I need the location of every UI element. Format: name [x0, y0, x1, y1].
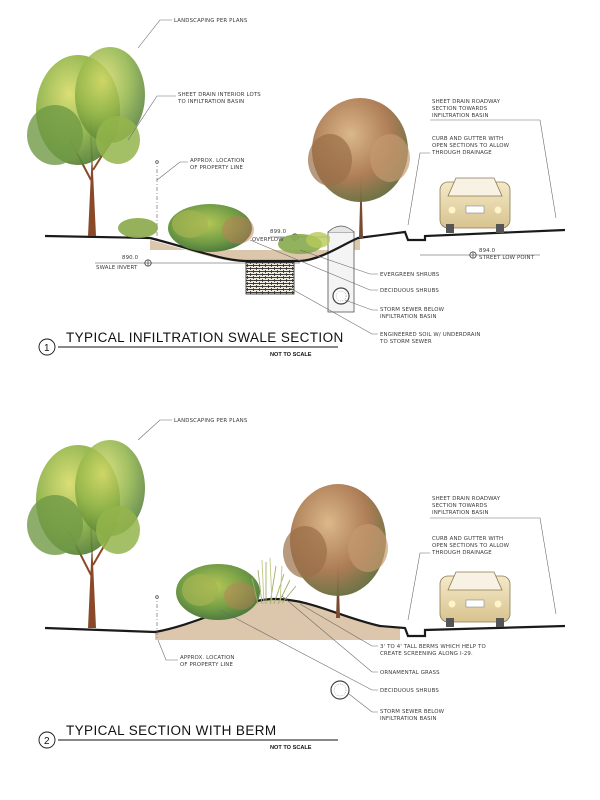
leader-landscaping-2 — [137, 419, 172, 441]
section-number-circle-1 — [38, 338, 56, 356]
ornamental-grass-icon — [251, 557, 297, 605]
deciduous-tree-icon — [27, 47, 145, 236]
leader-sheet-drain-1 — [127, 95, 176, 141]
label-sheet-drain-lots-a: SHEET DRAIN INTERIOR LOTS — [178, 92, 261, 98]
label-storm-1a: STORM SEWER BELOW — [380, 307, 445, 313]
label-berm-a: 3' TO 4' TALL BERMS WHICH HELP TO — [380, 644, 486, 650]
label-berm-b: CREATE SCREENING ALONG I-29. — [380, 651, 473, 657]
leader-storm-1 — [344, 299, 378, 311]
label-curb-2a: CURB AND GUTTER WITH — [432, 536, 503, 542]
section-1: LANDSCAPING PER PLANS SHEET DRAIN INTERI… — [27, 18, 566, 358]
scale-note-2: NOT TO SCALE — [270, 745, 312, 751]
label-deciduous-1: DECIDUOUS SHRUBS — [380, 288, 439, 294]
leader-soil — [289, 287, 378, 335]
deciduous-tree-icon-2 — [27, 440, 145, 628]
label-curb-2b: OPEN SECTIONS TO ALLOW — [432, 543, 510, 549]
label-curb-1b: OPEN SECTIONS TO ALLOW — [432, 143, 510, 149]
label-storm-2a: STORM SEWER BELOW — [380, 709, 445, 715]
autumn-tree-icon-2 — [283, 484, 388, 618]
label-property-1a: APPROX. LOCATION — [190, 158, 245, 164]
label-landscaping-2: LANDSCAPING PER PLANS — [174, 418, 248, 424]
leader-evergreen — [299, 249, 378, 275]
car-icon-2 — [439, 571, 511, 627]
leader-property-1 — [156, 161, 188, 181]
label-roadway-2c: INFILTRATION BASIN — [432, 510, 489, 516]
label-roadway-1b: SECTION TOWARDS — [432, 106, 488, 112]
leader-roadway-2 — [430, 517, 557, 615]
label-roadway-1a: SHEET DRAIN ROADWAY — [432, 99, 501, 105]
leader-landscaping-1 — [137, 19, 172, 49]
label-property-1b: OF PROPERTY LINE — [190, 165, 243, 171]
label-swale-elev: 890.0 — [122, 255, 139, 261]
label-curb-1a: CURB AND GUTTER WITH — [432, 136, 503, 142]
leader-property-2 — [157, 639, 178, 661]
section-number-2: 2 — [44, 736, 50, 747]
storm-sewer-structure — [327, 225, 355, 313]
section-title-1: TYPICAL INFILTRATION SWALE SECTION — [66, 330, 344, 345]
leader-grass — [281, 595, 378, 673]
label-roadway-2b: SECTION TOWARDS — [432, 503, 488, 509]
car-icon — [439, 177, 511, 233]
leader-roadway-1 — [430, 119, 557, 219]
label-street-elev: 894.0 — [479, 248, 496, 254]
section-number-1: 1 — [44, 343, 50, 354]
label-grass: ORNAMENTAL GRASS — [380, 670, 440, 676]
label-roadway-2a: SHEET DRAIN ROADWAY — [432, 496, 501, 502]
label-deciduous-2: DECIDUOUS SHRUBS — [380, 688, 439, 694]
label-swale-invert: SWALE INVERT — [96, 265, 138, 271]
label-property-2b: OF PROPERTY LINE — [180, 662, 233, 668]
shrub-group-icon — [118, 204, 330, 254]
label-landscaping-1: LANDSCAPING PER PLANS — [174, 18, 248, 24]
label-overflow: OVERFLOW — [252, 237, 284, 243]
label-sheet-drain-lots-b: TO INFILTRATION BASIN — [177, 99, 244, 105]
scale-note-1: NOT TO SCALE — [270, 352, 312, 358]
label-evergreen: EVERGREEN SHRUBS — [380, 272, 440, 278]
section-2: LANDSCAPING PER PLANS SHEET DRAIN ROADWA… — [27, 418, 566, 751]
label-storm-2b: INFILTRATION BASIN — [380, 716, 437, 722]
swale-soil — [150, 238, 360, 262]
autumn-tree-icon — [308, 98, 410, 238]
label-street-low: STREET LOW POINT — [479, 255, 535, 261]
section-title-2: TYPICAL SECTION WITH BERM — [66, 723, 277, 738]
leader-berm — [299, 603, 378, 647]
label-property-2a: APPROX. LOCATION — [180, 655, 235, 661]
leader-curb-2 — [407, 552, 430, 621]
label-storm-1b: INFILTRATION BASIN — [380, 314, 437, 320]
engineered-soil-basket — [245, 261, 295, 295]
label-soil-a: ENGINEERED SOIL W/ UNDERDRAIN — [380, 332, 481, 338]
label-curb-2c: THROUGH DRAINAGE — [431, 550, 492, 556]
storm-pipe-icon — [330, 680, 350, 700]
label-curb-1c: THROUGH DRAINAGE — [431, 150, 492, 156]
leader-storm-2 — [348, 693, 378, 713]
leader-deciduous-2 — [219, 609, 378, 691]
shrub-icon-2 — [176, 564, 260, 620]
leader-deciduous-1 — [249, 239, 378, 291]
label-soil-b: TO STORM SEWER — [379, 339, 432, 345]
label-roadway-1c: INFILTRATION BASIN — [432, 113, 489, 119]
berm-soil — [155, 600, 400, 640]
section-number-circle-2 — [38, 731, 56, 749]
label-overflow-elev: 899.0 — [270, 229, 287, 235]
leader-curb-1 — [407, 152, 430, 226]
